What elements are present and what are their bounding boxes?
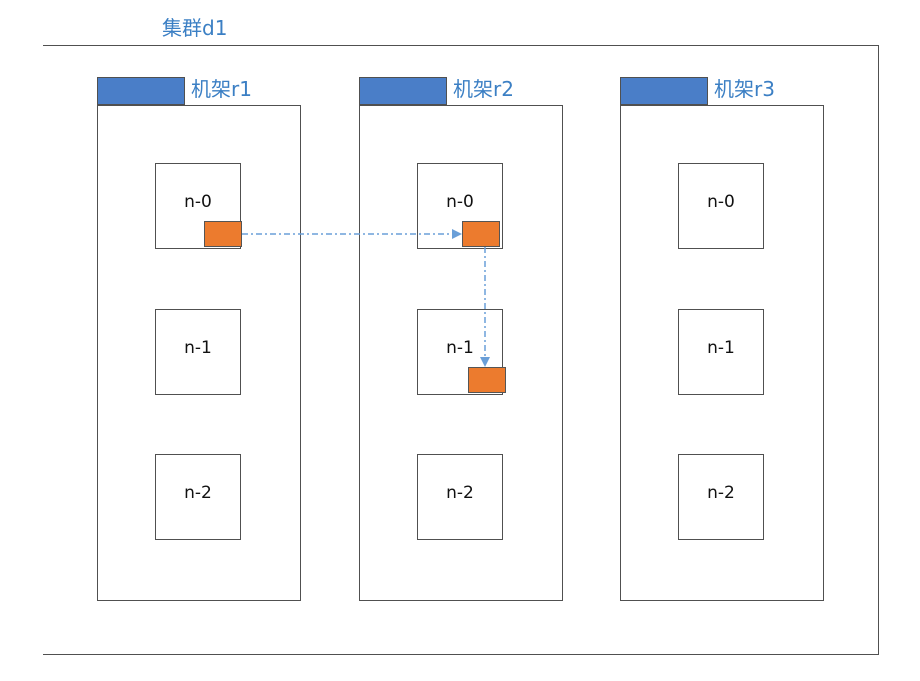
rack-r2-node-2: n-2 <box>417 454 503 540</box>
node-label: n-0 <box>707 192 735 212</box>
rack-r3-node-0: n-0 <box>678 163 764 249</box>
rack-r3-node-1: n-1 <box>678 309 764 395</box>
node-label: n-1 <box>184 338 212 358</box>
node-label: n-0 <box>184 192 212 212</box>
rack-r2-node-1: n-1 <box>417 309 503 395</box>
replica-block-r2-n1 <box>468 367 506 393</box>
node-label: n-0 <box>446 192 474 212</box>
rack-r3-node-2: n-2 <box>678 454 764 540</box>
rack-r1-label: 机架r1 <box>191 77 252 101</box>
node-label: n-1 <box>446 338 474 358</box>
rack-r3-tab <box>620 77 708 105</box>
replica-block-r1-n0 <box>204 221 242 247</box>
rack-r1-tab <box>97 77 185 105</box>
cluster-label: 集群d1 <box>162 16 228 40</box>
replica-block-r2-n0 <box>462 221 500 247</box>
rack-r3: n-0 n-1 n-2 <box>620 105 824 601</box>
rack-r1-node-2: n-2 <box>155 454 241 540</box>
rack-r1: n-0 n-1 n-2 <box>97 105 301 601</box>
rack-r2: n-0 n-1 n-2 <box>359 105 563 601</box>
cluster-box <box>43 45 879 655</box>
node-label: n-2 <box>446 483 474 503</box>
rack-r2-tab <box>359 77 447 105</box>
rack-r2-label: 机架r2 <box>453 77 514 101</box>
node-label: n-1 <box>707 338 735 358</box>
node-label: n-2 <box>184 483 212 503</box>
rack-r1-node-1: n-1 <box>155 309 241 395</box>
node-label: n-2 <box>707 483 735 503</box>
rack-r3-label: 机架r3 <box>714 77 775 101</box>
